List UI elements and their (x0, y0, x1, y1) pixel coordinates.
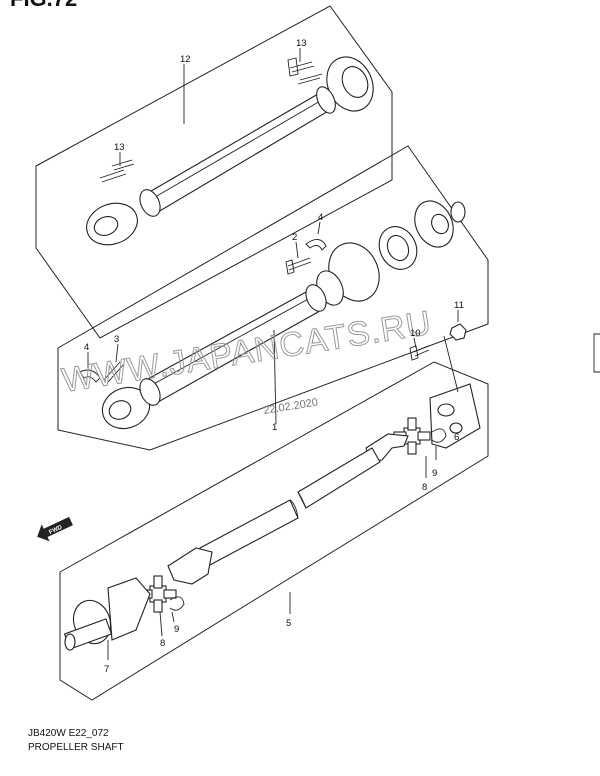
clip-4-upper (305, 239, 327, 251)
label-9-upper: 9 (432, 468, 437, 479)
panel-shaft-5 (59, 361, 489, 701)
label-13-rear: 13 (296, 38, 307, 49)
watermark-text: WWW.JAPANCATS.RU (59, 304, 434, 400)
flange-yoke-6 (429, 383, 481, 449)
panel-shaft-12 (35, 5, 393, 339)
label-5: 5 (286, 618, 291, 629)
nut-11 (449, 323, 467, 341)
shaft-tube-5-front (199, 499, 299, 567)
label-3: 3 (114, 334, 119, 345)
yoke-5-front (167, 547, 213, 585)
watermark-date: 22.02.2020 (263, 396, 319, 416)
label-6: 6 (454, 432, 459, 443)
label-9-lower: 9 (174, 624, 179, 635)
fwd-text: FWD (48, 524, 64, 535)
label-8-lower: 8 (160, 638, 165, 649)
shaft-tube-5-rear (297, 447, 381, 509)
label-4-upper: 4 (318, 212, 323, 223)
figure-title: FIG.72 (10, 0, 77, 12)
diagram-code: JB420W E22_072 (28, 728, 109, 739)
label-2: 2 (292, 232, 297, 243)
slip-yoke-7 (107, 577, 151, 641)
snap-ring-9-lower (169, 596, 185, 611)
snap-ring-9-upper (431, 428, 447, 443)
diagram-name: PROPELLER SHAFT (28, 742, 124, 753)
bolt-set-13-rear (287, 57, 323, 85)
label-1: 1 (272, 422, 277, 433)
bolt-set-13-front (99, 159, 135, 183)
label-4-lower: 4 (84, 342, 89, 353)
label-7: 7 (104, 664, 109, 675)
clip-4-lower (79, 369, 101, 383)
label-11: 11 (454, 300, 464, 311)
label-12: 12 (180, 54, 191, 65)
label-10: 10 (410, 328, 421, 339)
label-8-upper: 8 (422, 482, 427, 493)
panel-shaft-1 (57, 145, 489, 451)
label-13-front: 13 (114, 142, 125, 153)
bolt-10 (409, 345, 430, 361)
page-edge-mark (593, 333, 600, 373)
bolt-2 (285, 257, 312, 275)
bolt-3 (103, 361, 125, 383)
fwd-arrow: FWD (37, 516, 73, 542)
